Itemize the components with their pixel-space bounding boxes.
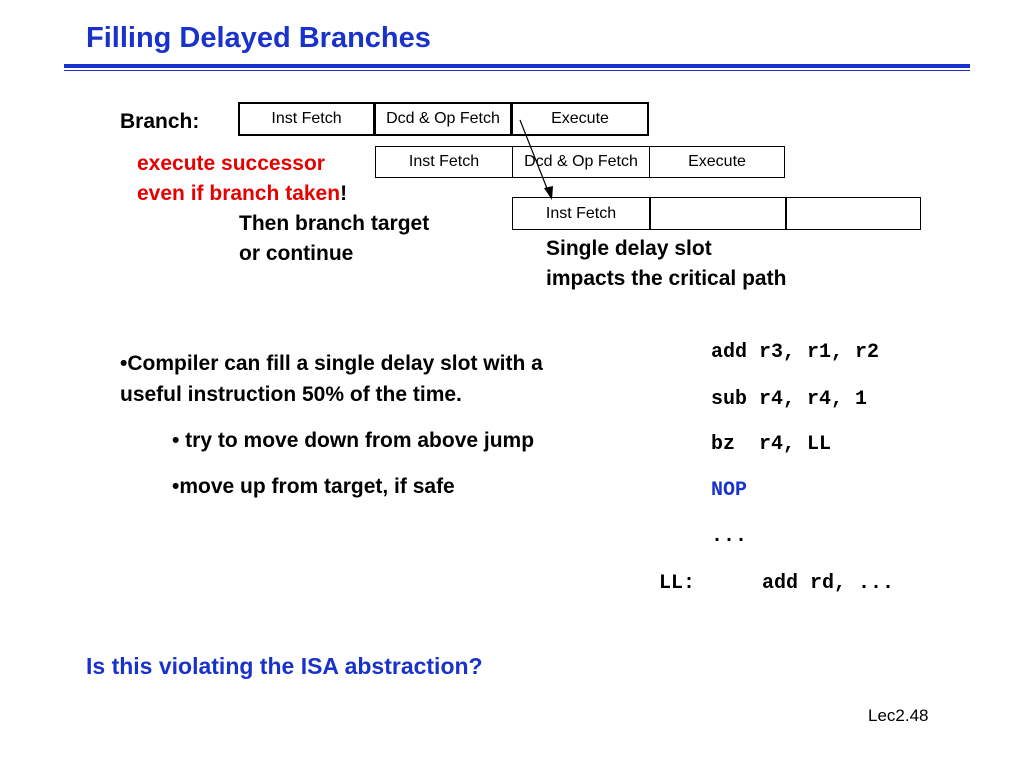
successor-note-line1: execute successor xyxy=(137,152,325,175)
title-rule-thin xyxy=(64,70,970,71)
branch-label: Branch: xyxy=(120,110,200,133)
bullet-list: •Compiler can fill a single delay slot w… xyxy=(120,348,580,502)
code-line-sub: sub r4, r4, 1 xyxy=(711,388,868,411)
code-line-nop: NOP xyxy=(711,479,748,502)
successor-note-red-text: even if branch taken xyxy=(137,182,341,205)
title-rule-thick xyxy=(64,64,970,68)
row3-empty-stage-2 xyxy=(786,197,921,230)
code-line-add-rd: add rd, ... xyxy=(762,572,895,595)
successor-note-exclaim: ! xyxy=(340,182,348,205)
then-note-line1: Then branch target xyxy=(239,212,430,235)
code-label-ll: LL: xyxy=(659,572,696,595)
bullet-move-down: • try to move down from above jump xyxy=(172,429,535,452)
successor-note-line2: even if branch taken! xyxy=(137,182,347,206)
row2-execute: Execute xyxy=(649,146,785,178)
code-line-ellipsis: ... xyxy=(711,525,748,548)
code-line-add: add r3, r1, r2 xyxy=(711,341,880,364)
bullet-move-up: •move up from target, if safe xyxy=(172,475,455,498)
delay-note-line2: impacts the critical path xyxy=(546,267,787,290)
row1-execute: Execute xyxy=(511,102,649,136)
then-note-line2: or continue xyxy=(239,242,354,265)
delay-note-line1: Single delay slot xyxy=(546,237,712,260)
slide-footer: Lec2.48 xyxy=(868,706,929,725)
isa-question: Is this violating the ISA abstraction? xyxy=(86,653,483,679)
bullet-compiler: •Compiler can fill a single delay slot w… xyxy=(120,352,543,406)
slide-title: Filling Delayed Branches xyxy=(86,22,431,54)
code-line-bz: bz r4, LL xyxy=(711,433,832,456)
